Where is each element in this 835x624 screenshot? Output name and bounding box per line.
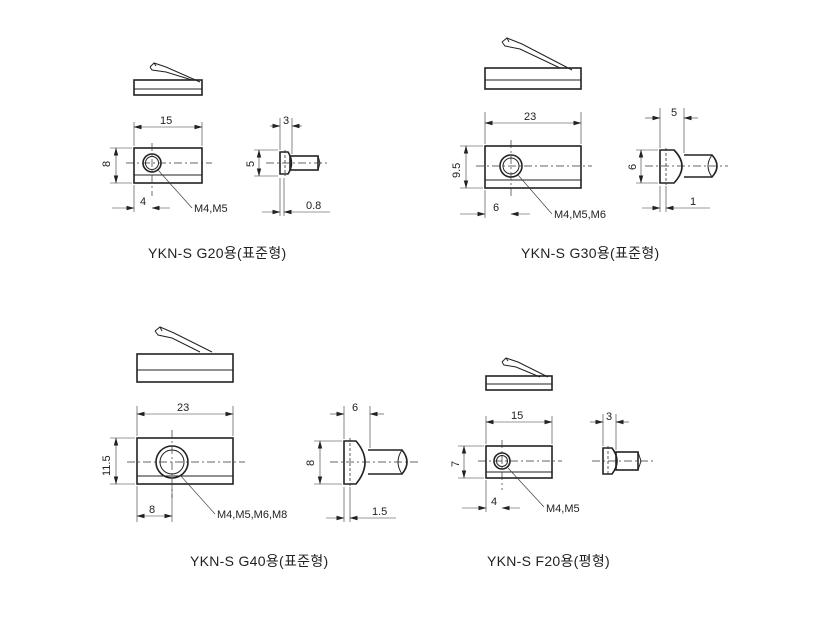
g20-side-bottom-dim: 0.8 xyxy=(306,200,321,212)
g30-side-height-dim: 6 xyxy=(627,164,639,170)
g30-top-view xyxy=(484,37,582,90)
g30-length-dim: 23 xyxy=(524,111,536,123)
g30-side-bottom-dim: 1 xyxy=(690,196,696,208)
g20-thread-label: M4,M5 xyxy=(194,203,228,215)
g20-side-view: 3 5 0.8 xyxy=(245,115,330,216)
g20-side-height-dim: 5 xyxy=(245,161,257,167)
f20-caption: YKN-S F20용(평형) xyxy=(487,553,610,569)
g20-caption: YKN-S G20용(표준형) xyxy=(148,245,286,261)
g30-front-view: 23 9.5 6 M4,M5,M6 xyxy=(451,111,606,221)
g40-offset-dim: 8 xyxy=(149,504,155,516)
f20-drawing: 15 7 4 M4,M5 3 YKN-S F20용(평형) xyxy=(450,357,656,569)
g40-top-view xyxy=(136,326,234,383)
f20-height-dim: 7 xyxy=(450,461,462,467)
g30-drawing: 23 9.5 6 M4,M5,M6 5 6 xyxy=(451,37,728,261)
g40-caption: YKN-S G40용(표준형) xyxy=(190,553,328,569)
g20-side-top-dim: 3 xyxy=(283,115,289,127)
f20-side-view: 3 xyxy=(590,411,656,476)
g40-side-top-dim: 6 xyxy=(352,402,358,414)
g40-side-height-dim: 8 xyxy=(305,460,317,466)
g20-top-view xyxy=(133,62,203,96)
g30-caption: YKN-S G30용(표준형) xyxy=(521,245,659,261)
f20-offset-dim: 4 xyxy=(491,496,497,508)
g20-offset-dim: 4 xyxy=(140,196,146,208)
g40-side-bottom-dim: 1.5 xyxy=(372,506,387,518)
f20-thread-label: M4,M5 xyxy=(546,503,580,515)
g20-length-dim: 15 xyxy=(160,115,172,127)
g30-height-dim: 9.5 xyxy=(451,163,463,178)
g20-height-dim: 8 xyxy=(101,161,113,167)
f20-top-view xyxy=(485,357,553,391)
f20-front-view: 15 7 4 M4,M5 xyxy=(450,410,580,515)
g20-front-view: 15 8 4 M4,M5 xyxy=(101,115,228,215)
g20-drawing: 15 8 4 M4,M5 3 xyxy=(101,62,330,261)
f20-length-dim: 15 xyxy=(511,410,523,422)
g30-side-view: 5 6 1 xyxy=(627,107,728,212)
g30-thread-label: M4,M5,M6 xyxy=(554,209,606,221)
g40-thread-label: M4,M5,M6,M8 xyxy=(217,509,287,521)
g40-length-dim: 23 xyxy=(177,402,189,414)
f20-side-top-dim: 3 xyxy=(606,411,612,423)
g40-front-view: 23 11.5 8 M4,M5,M6,M8 xyxy=(101,402,287,522)
g30-offset-dim: 6 xyxy=(493,202,499,214)
g40-side-view: 6 8 1.5 xyxy=(305,402,418,522)
g40-drawing: 23 11.5 8 M4,M5,M6,M8 6 8 xyxy=(101,326,418,569)
g30-side-top-dim: 5 xyxy=(671,107,677,119)
g40-height-dim: 11.5 xyxy=(101,455,113,476)
